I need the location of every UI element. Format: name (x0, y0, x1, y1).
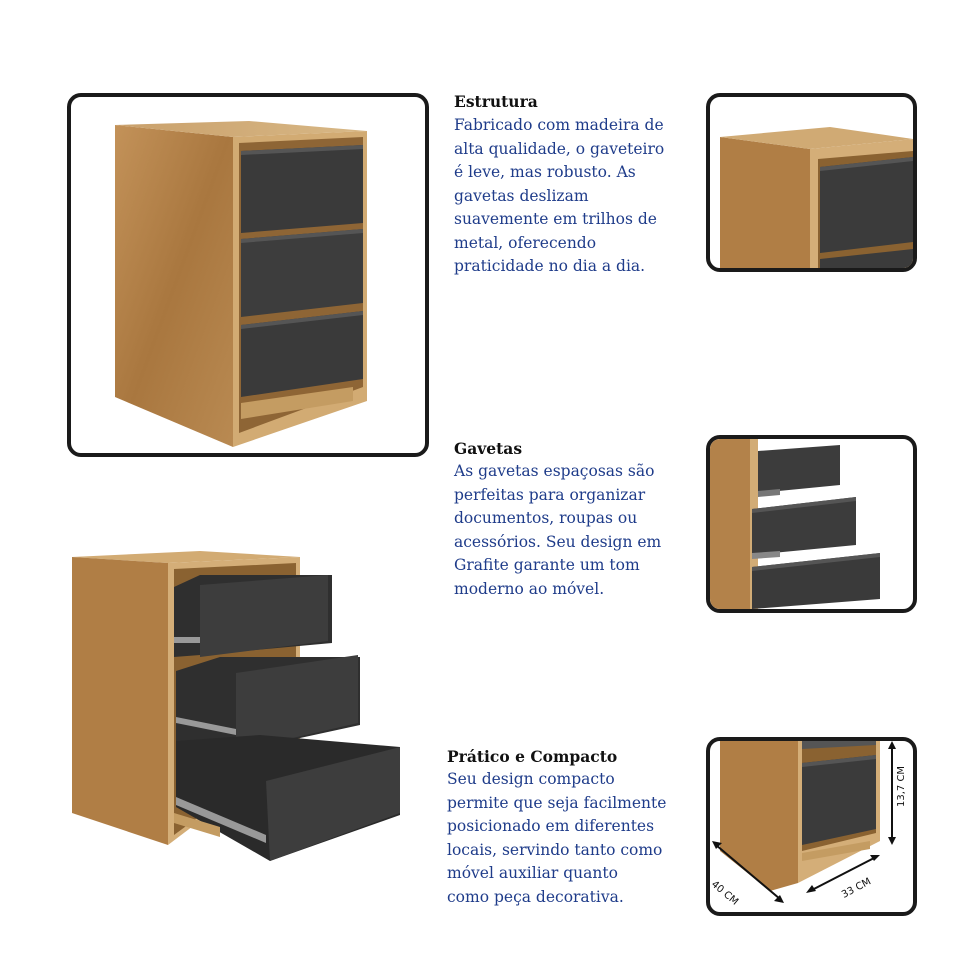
cabinet-top-detail-image (720, 127, 913, 268)
dimensions-frame: 13,7 CM 40 CM 33 CM (706, 737, 917, 916)
cabinet-open-image (70, 545, 405, 865)
cabinet-front-view-frame (67, 93, 429, 457)
section-text-pratico-compacto: Seu design compacto permite que seja fac… (447, 770, 667, 906)
section-title-pratico-compacto: Prático e Compacto (447, 747, 618, 766)
cabinet-top-detail-frame (706, 93, 917, 272)
cabinet-closed-image (115, 121, 367, 447)
section-text-estrutura: Fabricado com madeira de alta qualidade,… (454, 116, 665, 275)
dimension-height-label: 13,7 CM (896, 765, 907, 807)
section-title-estrutura: Estrutura (454, 92, 538, 111)
drawers-detail-frame (706, 435, 917, 613)
section-text-gavetas: As gavetas espaçosas são perfeitas para … (454, 462, 662, 598)
drawers-detail-image (710, 439, 880, 609)
section-title-gavetas: Gavetas (454, 439, 523, 458)
dimensions-image (712, 741, 896, 903)
